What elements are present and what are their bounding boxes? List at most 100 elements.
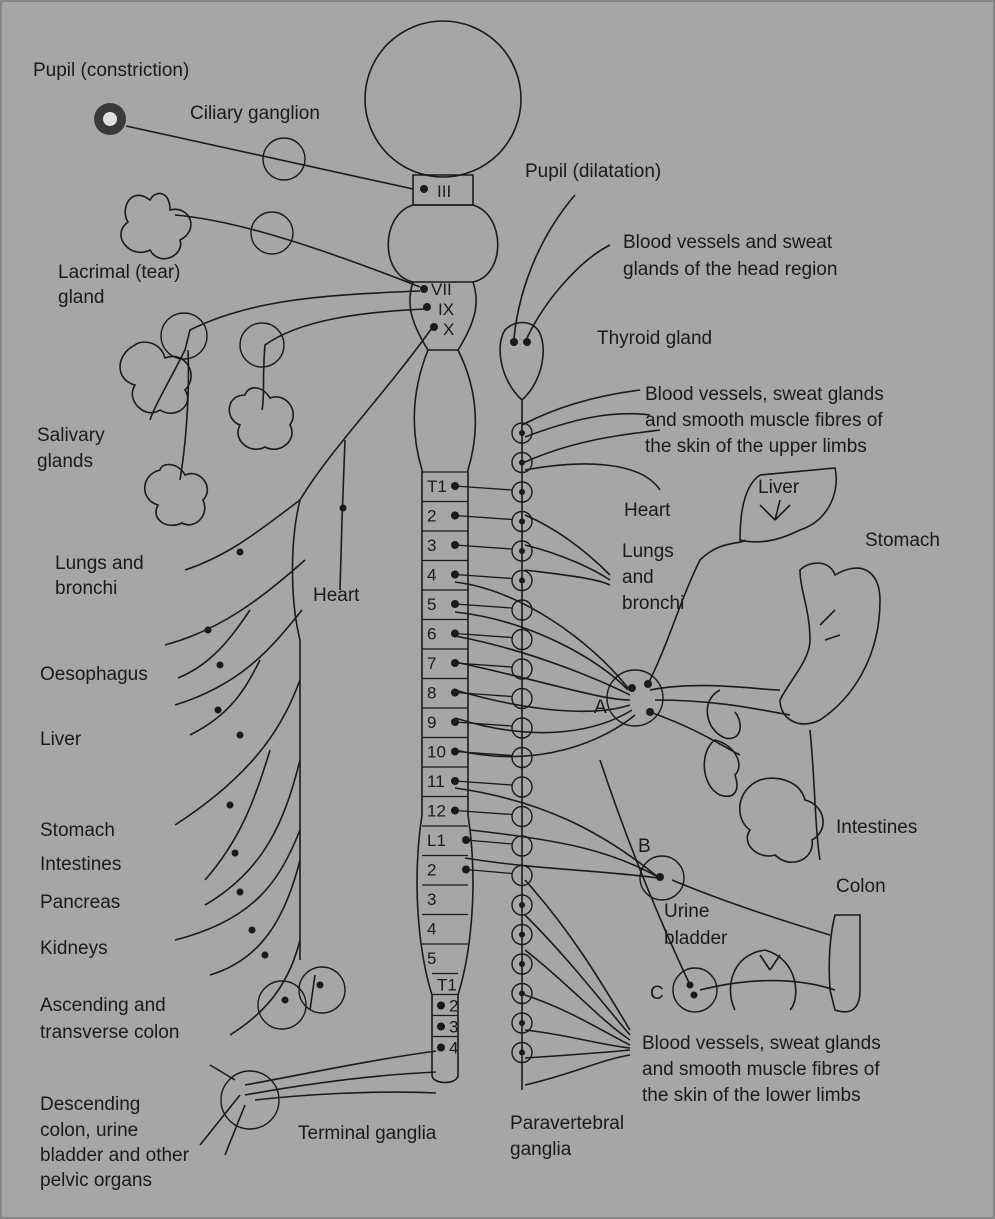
label-kidneys: Kidneys <box>40 938 108 959</box>
segment-label: 3 <box>427 536 436 555</box>
branch-kidneys-2 <box>210 860 300 975</box>
colon-ganglion-2 <box>299 967 345 1013</box>
label-lungs-right-1: Lungs <box>622 541 674 562</box>
label-ganglion-a: A <box>594 697 607 718</box>
label-descending-2: colon, urine <box>40 1120 138 1141</box>
label-bv-lower-2: and smooth muscle fibres of <box>642 1059 880 1080</box>
label-descending-4: pelvic organs <box>40 1170 152 1191</box>
oculomotor-nerve <box>126 126 413 189</box>
segment-label: T1 <box>437 976 457 995</box>
head-vessels-nerve <box>527 245 610 338</box>
label-ciliary-ganglion: Ciliary ganglion <box>190 103 320 124</box>
segment-label: 9 <box>427 713 436 732</box>
label-oesophagus: Oesophagus <box>40 664 148 685</box>
label-colon: Colon <box>836 876 886 897</box>
segment-label: 6 <box>427 625 436 644</box>
chain-synapse <box>519 932 525 938</box>
chain-synapse <box>519 902 525 908</box>
white-ramus <box>455 575 512 579</box>
white-ramus <box>455 486 512 490</box>
segment-label: 10 <box>427 743 446 762</box>
label-liver-left: Liver <box>40 729 82 750</box>
nucleus-VII <box>420 285 428 293</box>
label-lungs-left-1: Lungs and <box>55 553 144 574</box>
cardiac-synapse <box>340 505 347 512</box>
chain-synapse <box>519 578 525 584</box>
pelvic-branch-1 <box>200 1095 240 1145</box>
splanchnic-2 <box>455 612 628 690</box>
stomach-nerve <box>650 686 780 690</box>
label-lacrimal-1: Lacrimal (tear) <box>58 262 180 283</box>
terminal-synapse <box>237 732 244 739</box>
label-intestines-right: Intestines <box>836 817 917 838</box>
label-ascending-2: transverse colon <box>40 1022 179 1043</box>
segment-label: 11 <box>427 772 445 791</box>
label-bv-upper-1: Blood vessels, sweat glands <box>645 384 884 405</box>
vagus-nerve <box>293 328 433 960</box>
terminal-synapse <box>227 802 234 809</box>
pupil-icon <box>103 112 117 126</box>
segment-label: 8 <box>427 684 436 703</box>
label-urine-1: Urine <box>664 901 709 922</box>
chain-synapse <box>519 1020 525 1026</box>
chain-synapse <box>519 489 525 495</box>
terminal-synapse <box>205 627 212 634</box>
terminal-synapse <box>232 850 239 857</box>
branch-oesophagus-2 <box>178 610 250 678</box>
nucleus-III <box>420 185 428 193</box>
hypogastric-synapse-2 <box>691 992 698 999</box>
white-ramus <box>455 516 512 520</box>
segment-IX: IX <box>438 300 454 319</box>
pons <box>388 205 498 282</box>
terminal-synapse <box>282 997 289 1004</box>
splanchnic-3 <box>455 636 630 695</box>
segment-VII: VII <box>431 280 452 299</box>
pelvic-nerve-3 <box>255 1092 436 1100</box>
white-ramus <box>466 840 512 844</box>
pupil-dilator-nerve <box>514 195 575 338</box>
bladder-nerve <box>700 981 835 990</box>
label-pupil-dilatation: Pupil (dilatation) <box>525 161 661 182</box>
branch-liver-1 <box>175 610 302 705</box>
label-ascending-1: Ascending and <box>40 995 166 1016</box>
segment-label: 3 <box>427 890 436 909</box>
label-bv-upper-2: and smooth muscle fibres of <box>645 410 883 431</box>
label-bv-head-2: glands of the head region <box>623 259 837 280</box>
label-lungs-left-2: bronchi <box>55 578 117 599</box>
intestines-icon <box>740 778 823 862</box>
terminal-synapse <box>237 549 244 556</box>
chain-synapse <box>519 1050 525 1056</box>
segment-label: 4 <box>427 566 436 585</box>
lumbar-nerve-3 <box>465 858 658 878</box>
branch-stomach <box>175 680 300 825</box>
pterygopalatine-ganglion <box>251 212 293 254</box>
label-bv-lower-1: Blood vessels, sweat glands <box>642 1033 881 1054</box>
branch-pancreas <box>205 760 300 905</box>
lacrimal-nerve <box>175 215 420 287</box>
superior-cervical-ganglion <box>500 323 543 401</box>
brain <box>365 21 521 177</box>
terminal-synapse <box>262 952 269 959</box>
segment-label: 2 <box>427 507 436 526</box>
segment-label: 7 <box>427 654 436 673</box>
kidney-nerve <box>650 712 740 755</box>
lower-limb-nerve-5 <box>525 1030 630 1048</box>
white-ramus <box>455 604 512 608</box>
stomach-nerve-endings <box>820 610 840 640</box>
segment-label: 5 <box>427 595 436 614</box>
label-lungs-right-2: and <box>622 567 654 588</box>
chain-synapse <box>519 991 525 997</box>
segment-nucleus <box>437 1044 445 1052</box>
segment-X: X <box>443 320 454 339</box>
label-urine-2: bladder <box>664 928 728 949</box>
spinal-cord <box>414 350 475 1083</box>
label-descending-1: Descending <box>40 1094 140 1115</box>
segment-label: 2 <box>449 997 458 1016</box>
salivary-gland-icon-2 <box>229 388 293 449</box>
salivary-gland-icon-1 <box>120 342 191 413</box>
segment-label: L1 <box>427 831 446 850</box>
label-paravertebral-2: ganglia <box>510 1139 572 1160</box>
hypogastric-ganglion <box>673 968 717 1012</box>
lower-limb-nerve-3 <box>525 950 630 1040</box>
